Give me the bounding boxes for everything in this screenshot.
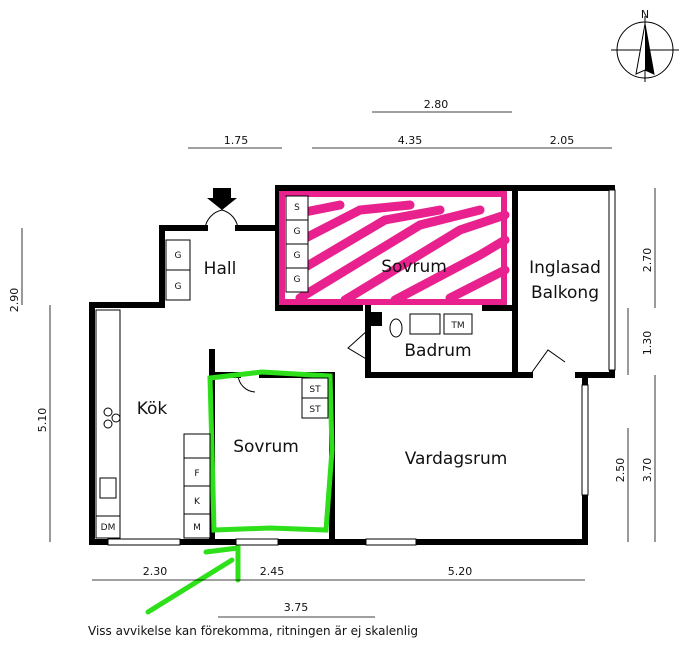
green-highlight (145, 369, 335, 615)
tag-tm: TM (450, 321, 464, 331)
entrance-arrow-icon (207, 188, 237, 210)
dimension-lines (21, 111, 656, 618)
compass-icon: N (611, 8, 679, 82)
toilet-icon (389, 318, 403, 338)
tag-m: M (193, 523, 201, 533)
tag-st: ST (309, 405, 321, 415)
wash-basin-icon (409, 313, 441, 335)
dim-3-75: 3.75 (284, 601, 309, 614)
tag-dm: DM (101, 523, 116, 533)
dim-1-30: 1.30 (641, 331, 654, 356)
pink-highlight (279, 191, 510, 305)
dim-2-80: 2.80 (424, 98, 449, 111)
dim-4-35: 4.35 (398, 134, 423, 147)
dim-5-20: 5.20 (448, 565, 473, 578)
tag-g: G (294, 251, 301, 261)
tag-k: K (194, 497, 201, 507)
dim-2-05: 2.05 (550, 134, 575, 147)
room-label-balkong: Balkong (531, 283, 599, 303)
dim-2-90: 2.90 (8, 288, 21, 313)
room-label-hall: Hall (204, 259, 237, 279)
sink-icon (99, 477, 117, 499)
dim-2-30: 2.30 (143, 565, 168, 578)
room-label-badrum: Badrum (404, 341, 471, 361)
tag-st: ST (309, 385, 321, 395)
room-label-kok: Kök (137, 399, 168, 419)
tag-g: G (294, 227, 301, 237)
dim-2-50: 2.50 (614, 458, 627, 483)
tag-g: G (175, 251, 182, 261)
footer-note: Viss avvikelse kan förekomma, ritningen … (88, 624, 418, 638)
room-label-sovrum-top: Sovrum (381, 257, 447, 277)
tag-s: S (294, 203, 300, 213)
room-label-sovrum-mid: Sovrum (233, 437, 299, 457)
stove-icon (103, 407, 113, 417)
fixtures (95, 195, 473, 539)
room-label-vardagsrum: Vardagsrum (405, 449, 508, 469)
doors (204, 188, 566, 393)
windows (107, 189, 616, 546)
compass-north-label: N (641, 8, 649, 21)
tag-f: F (194, 469, 199, 479)
dim-2-45: 2.45 (260, 565, 285, 578)
dim-3-70: 3.70 (641, 458, 654, 483)
dim-5-10: 5.10 (36, 408, 49, 433)
tag-g: G (175, 282, 182, 292)
dim-1-75: 1.75 (224, 134, 249, 147)
room-label-inglasad: Inglasad (529, 258, 601, 278)
dim-2-70: 2.70 (641, 248, 654, 273)
tag-g: G (294, 275, 301, 285)
